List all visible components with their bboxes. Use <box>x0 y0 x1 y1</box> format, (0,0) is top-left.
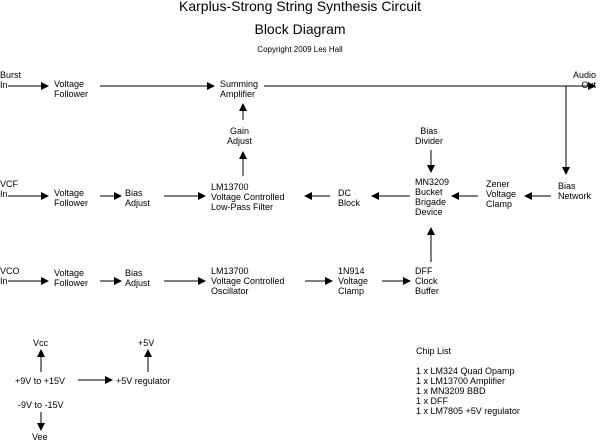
bucket-brigade-block: MN3209 Bucket Brigade Device <box>415 177 450 217</box>
chip-list-item: 1 x MN3209 BBD <box>416 386 486 396</box>
burst-input-label: Burst In <box>0 70 22 90</box>
zener-clamp-block: Zener Voltage Clamp <box>486 179 517 209</box>
burst-voltage-follower-block: Voltage Follower <box>54 79 89 99</box>
vcf-bias-adjust-block: Bias Adjust <box>125 188 151 208</box>
chip-list-item: 1 x LM324 Quad Opamp <box>416 366 515 376</box>
diagram-title: Karplus-Strong String Synthesis Circuit <box>179 0 421 14</box>
diode-clamp-block: 1N914 Voltage Clamp <box>338 266 369 296</box>
positive-supply-label: +9V to +15V <box>15 376 66 386</box>
vco-voltage-follower-block: Voltage Follower <box>54 268 89 288</box>
lowpass-filter-block: LM13700 Voltage Controlled Low-Pass Filt… <box>211 182 285 212</box>
vcc-label: Vcc <box>33 338 49 348</box>
summing-amplifier-block: Summing Amplifier <box>220 79 259 99</box>
dff-clock-buffer-block: DFF Clock Buffer <box>415 266 439 296</box>
copyright-notice: Copyright 2009 Les Hall <box>257 45 343 54</box>
dc-block-block: DC Block <box>338 188 361 208</box>
plus-5v-label: +5V <box>138 338 155 348</box>
bias-network-block: Bias Network <box>558 181 592 201</box>
vco-input-label: VCO In <box>0 266 20 286</box>
vcf-voltage-follower-block: Voltage Follower <box>54 188 89 208</box>
bias-divider-block: Bias Divider <box>415 126 444 146</box>
diagram-subtitle: Block Diagram <box>254 21 346 37</box>
vcf-input-label: VCF In <box>0 179 18 199</box>
vee-label: Vee <box>32 432 48 442</box>
gain-adjust-block: Gain Adjust <box>227 126 253 146</box>
chip-list-heading: Chip List <box>416 346 452 356</box>
oscillator-block: LM13700 Voltage Controlled Oscillator <box>211 266 285 296</box>
chip-list-item: 1 x LM13700 Amplifier <box>416 376 506 386</box>
negative-supply-label: -9V to -15V <box>18 400 64 410</box>
vco-bias-adjust-block: Bias Adjust <box>125 268 151 288</box>
audio-output-label: Audio Out <box>573 70 597 90</box>
chip-list-item: 1 x DFF <box>416 396 449 406</box>
regulator-label: +5V regulator <box>116 376 171 386</box>
chip-list-item: 1 x LM7805 +5V regulator <box>416 406 520 416</box>
